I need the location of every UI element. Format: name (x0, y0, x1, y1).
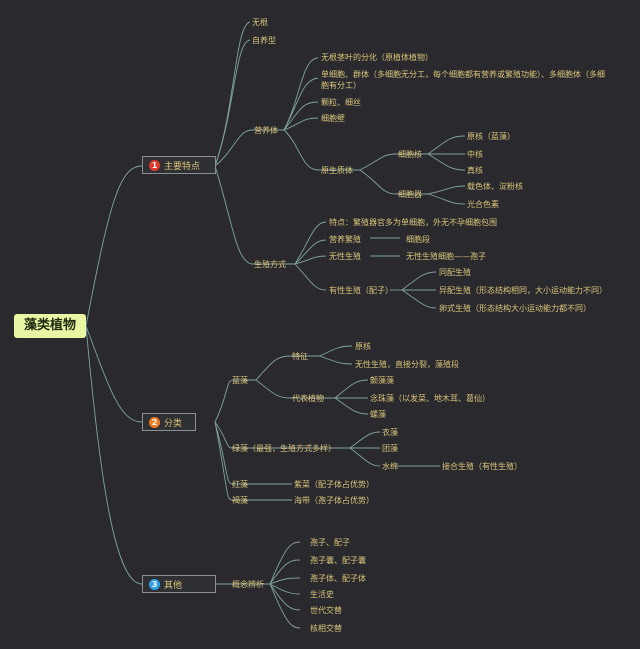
node[interactable]: 蓝藻 (232, 376, 248, 385)
node[interactable]: 光合色素 (467, 200, 499, 209)
node[interactable]: 原核 (355, 342, 371, 351)
node[interactable]: 代表植物 (292, 394, 324, 403)
node[interactable]: 生殖方式 (254, 260, 286, 269)
node[interactable]: 孢子囊、配子囊 (310, 556, 366, 565)
node[interactable]: 营养体 (254, 126, 278, 135)
node[interactable]: 无性生殖 (329, 252, 361, 261)
node[interactable]: 细胞壁 (321, 114, 345, 123)
node[interactable]: 衣藻 (382, 428, 398, 437)
node[interactable]: 孢子、配子 (310, 538, 350, 547)
node[interactable]: 紫菜（配子体占优势） (294, 480, 374, 489)
node[interactable]: 特征 (292, 352, 308, 361)
node[interactable]: 真核 (467, 166, 483, 175)
node[interactable]: 卵式生殖（形态结构大小运动能力都不同） (439, 304, 591, 313)
node[interactable]: 无性生殖细胞——孢子 (406, 252, 486, 261)
node[interactable]: 生活史 (310, 590, 334, 599)
node[interactable]: 接合生殖（有性生殖） (442, 462, 522, 471)
node[interactable]: 原核（蓝藻） (467, 132, 515, 141)
node[interactable]: 海带（孢子体占优势） (294, 496, 374, 505)
node[interactable]: 同配生殖 (439, 268, 471, 277)
node[interactable]: 孢子体、配子体 (310, 574, 366, 583)
branch-label: 主要特点 (164, 161, 201, 172)
node[interactable]: 概念辨析 (232, 580, 264, 589)
node[interactable]: 核相交替 (310, 624, 342, 633)
node[interactable]: 颗粒、细丝 (321, 98, 361, 107)
branch-other[interactable]: 3 其他 (142, 575, 216, 593)
node[interactable]: 营养繁殖 (329, 235, 361, 244)
number-badge-1: 1 (149, 159, 160, 171)
node[interactable]: 自养型 (252, 36, 276, 45)
node[interactable]: 团藻 (382, 444, 398, 453)
branch-label: 其他 (164, 580, 183, 591)
node[interactable]: 念珠藻（以发菜、地木耳、葛仙） (370, 394, 490, 403)
node[interactable]: 中核 (467, 150, 483, 159)
node[interactable]: 无根茎叶的分化（原植体植物） (321, 53, 433, 62)
node[interactable]: 螺藻 (370, 410, 386, 419)
node[interactable]: 细胞核 (398, 150, 422, 159)
node[interactable]: 特点：繁殖器官多为单细胞，外无不孕细胞包围 (329, 218, 497, 227)
node[interactable]: 有性生殖（配子） (329, 286, 393, 295)
number-badge-3: 3 (149, 578, 160, 590)
node[interactable]: 单细胞、群体（多细胞无分工，每个细胞都有营养或繁殖功能）、多细胞体（多细胞有分工… (321, 70, 605, 90)
node[interactable]: 细胞器 (398, 190, 422, 199)
node[interactable]: 世代交替 (310, 606, 342, 615)
node[interactable]: 颤藻藻 (370, 376, 394, 385)
root-node[interactable]: 藻类植物 (14, 314, 86, 338)
branch-main-features[interactable]: 1 主要特点 (142, 156, 216, 174)
branch-classification[interactable]: 2 分类 (142, 413, 196, 431)
node[interactable]: 水绵 (382, 462, 398, 471)
node[interactable]: 异配生殖（形态结构相同，大小运动能力不同） (439, 286, 607, 295)
node[interactable]: 红藻 (232, 480, 248, 489)
node[interactable]: 褐藻 (232, 496, 248, 505)
node[interactable]: 无性生殖，直接分裂，藻殖段 (355, 360, 459, 369)
branch-label: 分类 (164, 418, 183, 429)
node[interactable]: 无根 (252, 18, 268, 27)
node[interactable]: 细胞段 (406, 235, 430, 244)
number-badge-2: 2 (149, 416, 160, 428)
node[interactable]: 原生质体 (321, 166, 353, 175)
node[interactable]: 载色体、淀粉核 (467, 182, 523, 191)
node[interactable]: 绿藻（最强，生殖方式多样） (232, 444, 336, 453)
